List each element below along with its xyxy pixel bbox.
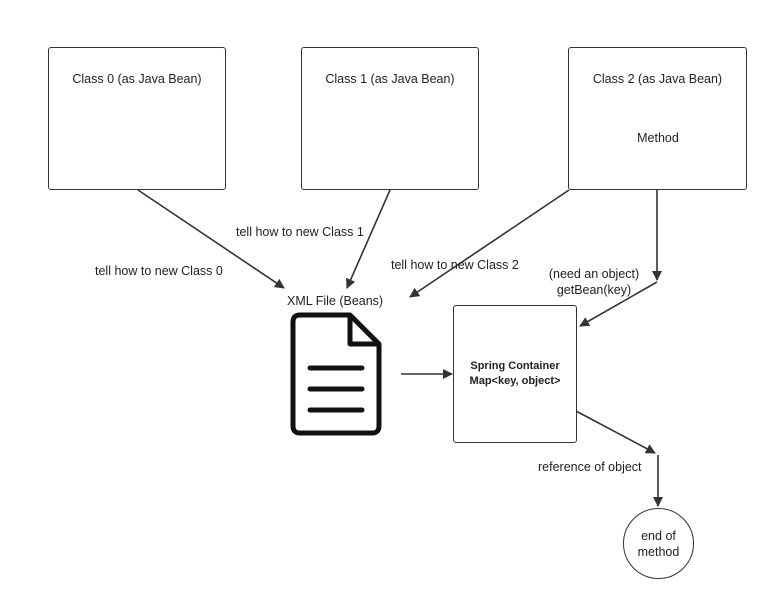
arrow-class2-to-xml [409, 189, 570, 298]
document-icon [290, 312, 382, 436]
arrow-class0-to-xml [137, 189, 285, 289]
spring-container-label: Spring Container Map<key, object> [470, 359, 561, 389]
edge-label-class0: tell how to new Class 0 [95, 264, 223, 278]
xml-file-label: XML File (Beans) [287, 294, 384, 308]
end-of-method-line2: method [637, 544, 680, 559]
edge-label-method-line2: getBean(key) [556, 283, 632, 297]
end-of-method-label: end of method [638, 528, 680, 560]
arrow-spring-to-reference [575, 410, 656, 454]
class-2-box: Class 2 (as Java Bean) [568, 47, 747, 190]
class-1-title: Class 1 (as Java Bean) [325, 72, 455, 86]
spring-container-line1: Spring Container [470, 360, 560, 372]
arrow-class1-to-xml [346, 189, 391, 289]
method-label: Method [637, 131, 679, 145]
class-0-title: Class 0 (as Java Bean) [72, 72, 202, 86]
edge-label-class2: tell how to new Class 2 [391, 258, 519, 272]
arrow-method-to-spring [579, 281, 658, 327]
spring-container-line2: Map<key, object> [469, 375, 561, 387]
edge-label-method: (need an object) getBean(key) [532, 266, 656, 298]
end-of-method-line1: end of [641, 528, 676, 543]
class-0-box: Class 0 (as Java Bean) [48, 47, 226, 190]
end-of-method-node: end of method [623, 508, 694, 579]
edge-label-method-line1: (need an object) [548, 267, 640, 281]
edge-label-reference: reference of object [538, 460, 642, 474]
spring-container-box: Spring Container Map<key, object> [453, 305, 577, 443]
class-1-box: Class 1 (as Java Bean) [301, 47, 479, 190]
class-2-title: Class 2 (as Java Bean) [592, 72, 723, 86]
edge-label-class1: tell how to new Class 1 [236, 225, 364, 239]
